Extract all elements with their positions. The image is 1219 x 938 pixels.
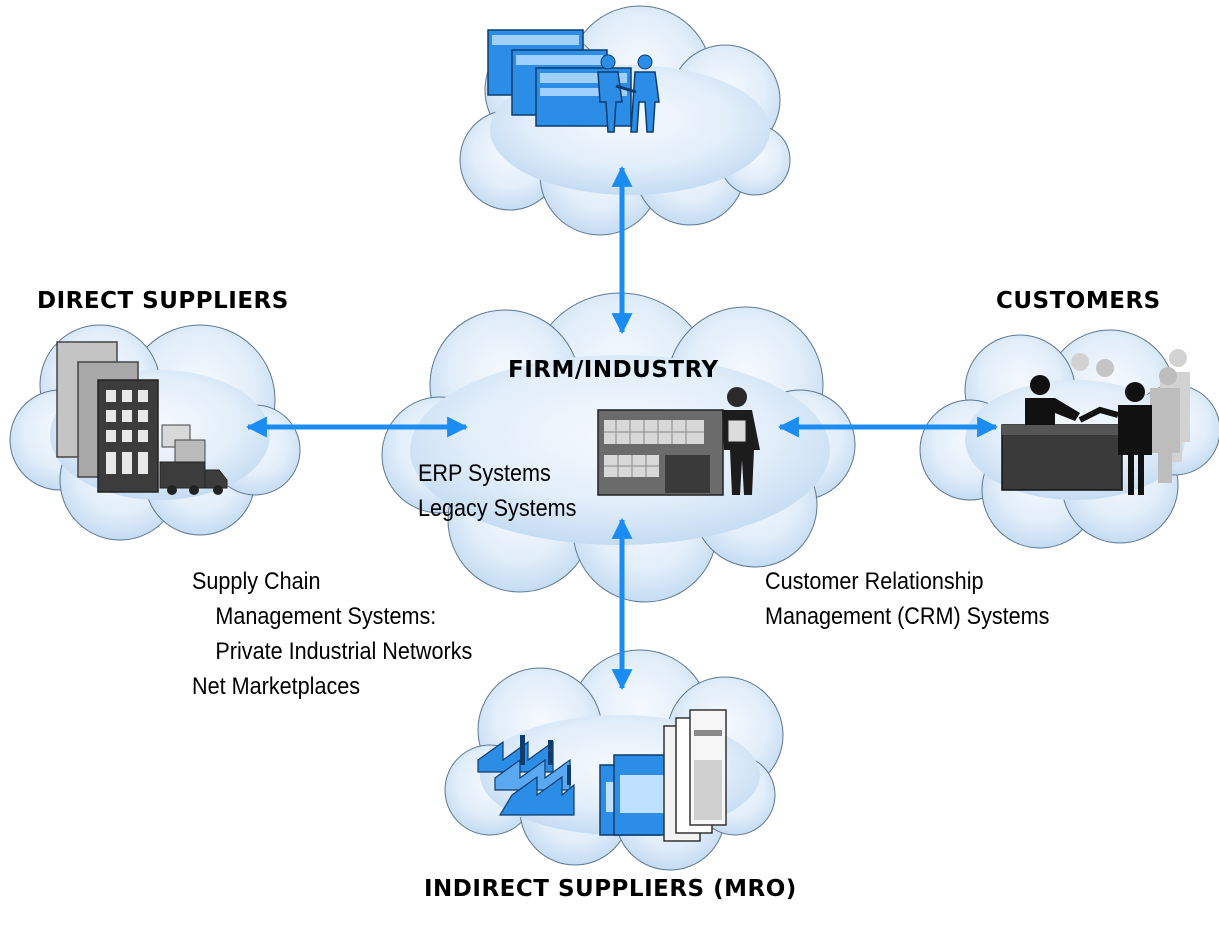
supply-chain-line: Supply Chain bbox=[192, 568, 321, 595]
supply-chain-line: Management Systems: bbox=[215, 603, 437, 630]
crm-line: Management (CRM) Systems bbox=[765, 603, 1050, 630]
crm-line: Customer Relationship bbox=[765, 568, 984, 595]
supply-chain-line: Net Marketplaces bbox=[192, 673, 361, 700]
firm-systems: ERP Systems Legacy Systems bbox=[418, 456, 576, 526]
factory-and-servers-icon bbox=[477, 709, 727, 842]
direct-suppliers-label: DIRECT SUPPLIERS bbox=[37, 288, 289, 314]
customer-service-counter-icon bbox=[1001, 349, 1190, 495]
business-partners-handshake-icon bbox=[487, 29, 660, 133]
firm-system-legacy: Legacy Systems bbox=[418, 495, 577, 522]
firm-system-erp: ERP Systems bbox=[418, 460, 551, 487]
supply-chain-systems-text: Supply Chain Management Systems: Private… bbox=[192, 564, 472, 704]
indirect-suppliers-label: INDIRECT SUPPLIERS (MRO) bbox=[424, 876, 797, 902]
office-and-worker-icon bbox=[597, 387, 760, 496]
crm-systems-text: Customer Relationship Management (CRM) S… bbox=[765, 564, 1049, 634]
supply-chain-line: Private Industrial Networks bbox=[215, 638, 473, 665]
customers-label: CUSTOMERS bbox=[996, 288, 1161, 314]
firm-label: FIRM/INDUSTRY bbox=[508, 357, 719, 383]
buildings-and-trucks-icon bbox=[56, 341, 228, 495]
